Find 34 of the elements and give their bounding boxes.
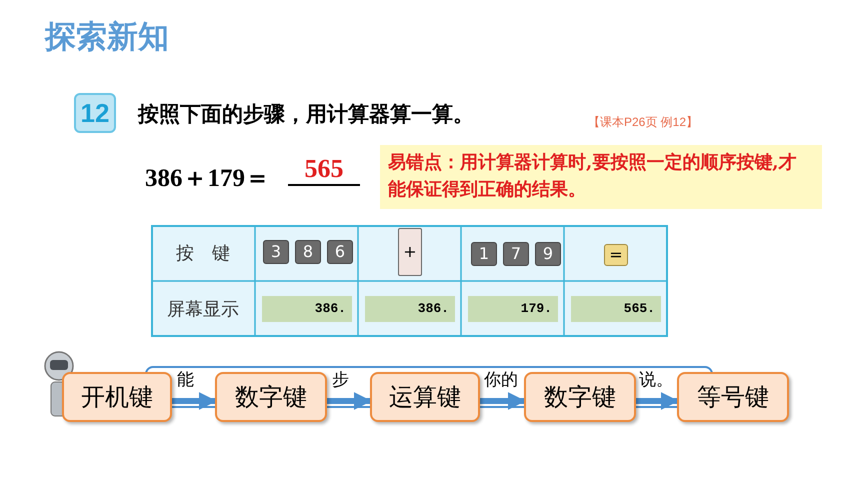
arrow <box>636 392 679 410</box>
equation: 386＋179＝ <box>145 164 270 194</box>
heading: 探索新知 <box>45 18 169 57</box>
example-number-badge: 12 <box>74 93 116 133</box>
bubble-text: 步 <box>332 369 349 392</box>
step-box: 等号键 <box>677 372 789 422</box>
table-header: 屏幕显示 <box>166 298 240 322</box>
bubble-text: 说。 <box>639 369 673 392</box>
calculator-key: 7 <box>503 242 529 266</box>
arrow <box>480 392 526 410</box>
calculator-key: + <box>398 228 422 276</box>
lcd-display: 386. <box>365 296 455 322</box>
bubble-text: 能 <box>177 369 194 392</box>
lcd-display: 179. <box>468 296 558 322</box>
lcd-display: 386. <box>262 296 352 322</box>
lcd-display: 565. <box>571 296 661 322</box>
table-header: 按 键 <box>175 242 231 266</box>
arrow <box>172 392 217 410</box>
calculator-key: 3 <box>263 240 289 264</box>
question-text: 按照下面的步骤，用计算器算一算。 <box>138 100 474 128</box>
calculator-key: 8 <box>295 240 321 264</box>
arrow <box>327 392 372 410</box>
step-box: 开机键 <box>62 372 172 422</box>
calculator-key: 1 <box>471 242 497 266</box>
answer: 565 <box>288 154 360 186</box>
step-box: 运算键 <box>370 372 480 422</box>
calculator-key: 9 <box>535 242 561 266</box>
step-box: 数字键 <box>524 372 636 422</box>
step-box: 数字键 <box>215 372 327 422</box>
tip-note: 易错点：用计算器计算时,要按照一定的顺序按键,才能保证得到正确的结果。 <box>380 145 822 209</box>
calculator-key: = <box>604 244 628 266</box>
calculator-key: 6 <box>327 240 353 264</box>
source-note: 【课本P26页 例12】 <box>588 114 698 131</box>
bubble-text: 你的 <box>484 369 518 392</box>
